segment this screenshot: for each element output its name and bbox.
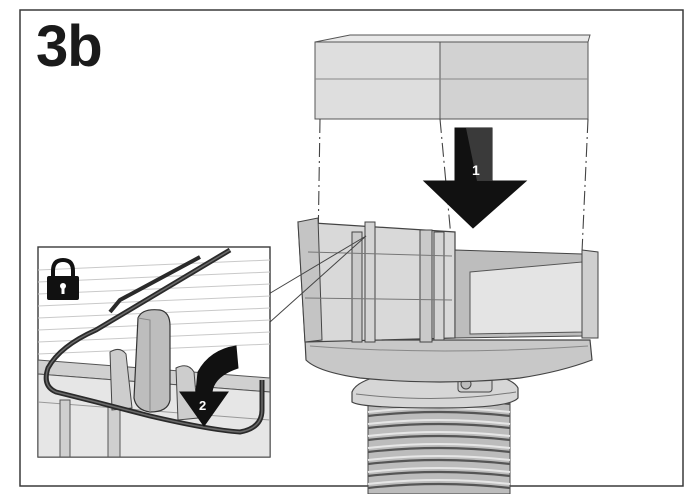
callout-leader	[261, 235, 367, 323]
curved-arrow-icon	[179, 345, 239, 427]
step-1-callout: 1	[472, 162, 480, 178]
lock-icon	[47, 257, 79, 300]
duct-box	[314, 34, 591, 120]
adapter-base	[304, 339, 593, 383]
step-label: 3b	[36, 14, 103, 79]
adapter-frame	[297, 217, 599, 343]
arrow-down-icon	[422, 127, 528, 229]
step-2-callout: 2	[199, 398, 206, 413]
